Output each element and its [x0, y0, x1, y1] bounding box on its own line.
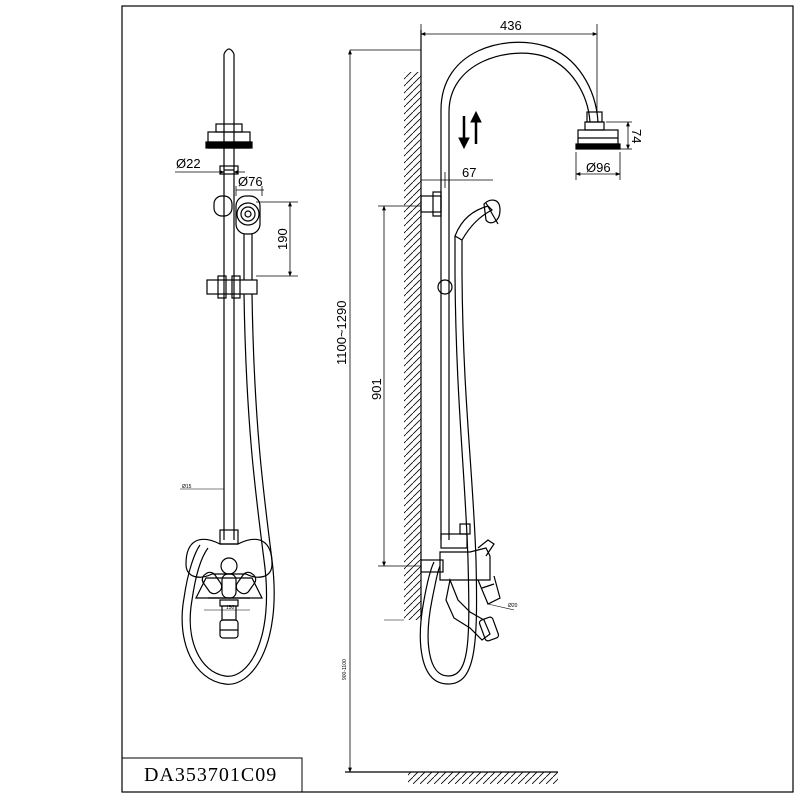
model-code-label: DA353701C09: [144, 764, 278, 786]
side-mixer: [420, 523, 501, 642]
drawing-frame: [121, 5, 794, 793]
dim-total-height: 1100~1290: [334, 301, 349, 365]
wall-hatch: [404, 72, 421, 620]
front-spout: [219, 605, 239, 639]
front-mixer-body: [185, 529, 273, 607]
side-hose: [419, 274, 478, 685]
dim-handshower-height: 190: [275, 228, 290, 250]
front-diverter-nut: [219, 165, 239, 175]
side-view: [384, 41, 621, 685]
dim-mixer-height: 901: [369, 378, 384, 400]
front-riser-pipe: [223, 48, 235, 540]
front-dimensions: [175, 170, 298, 277]
front-hose: [181, 293, 275, 685]
dim-handshower-diameter: Ø76: [238, 174, 263, 189]
front-annotation-lines: [180, 488, 250, 611]
dim-head-diameter: Ø96: [586, 160, 611, 175]
front-slide-clamp: [206, 275, 258, 299]
floor-hatch: [408, 772, 558, 784]
side-wall-bracket-top: [420, 191, 442, 217]
side-slide-clamp: [437, 279, 453, 295]
side-dimensions: [348, 24, 632, 773]
side-annotation-lines: [384, 603, 515, 621]
side-overhead-head: [575, 121, 621, 150]
note-spout-front: 150: [226, 605, 235, 611]
flow-direction-arrows: [458, 110, 482, 150]
front-handshower: [213, 195, 261, 280]
dim-rod-diameter: Ø22: [176, 156, 201, 171]
front-overhead-head: [205, 123, 253, 149]
note-spout-side: Ø20: [508, 603, 518, 609]
dim-head-height: 74: [629, 129, 644, 143]
dim-offset: 67: [462, 165, 476, 180]
note-vertical: 900-1100: [342, 659, 348, 680]
side-handshower: [454, 199, 501, 275]
dim-arm-width: 436: [500, 18, 522, 33]
front-view: [180, 48, 275, 685]
note-hose-front: Ø15: [182, 484, 192, 490]
side-riser-gooseneck: [440, 41, 603, 540]
